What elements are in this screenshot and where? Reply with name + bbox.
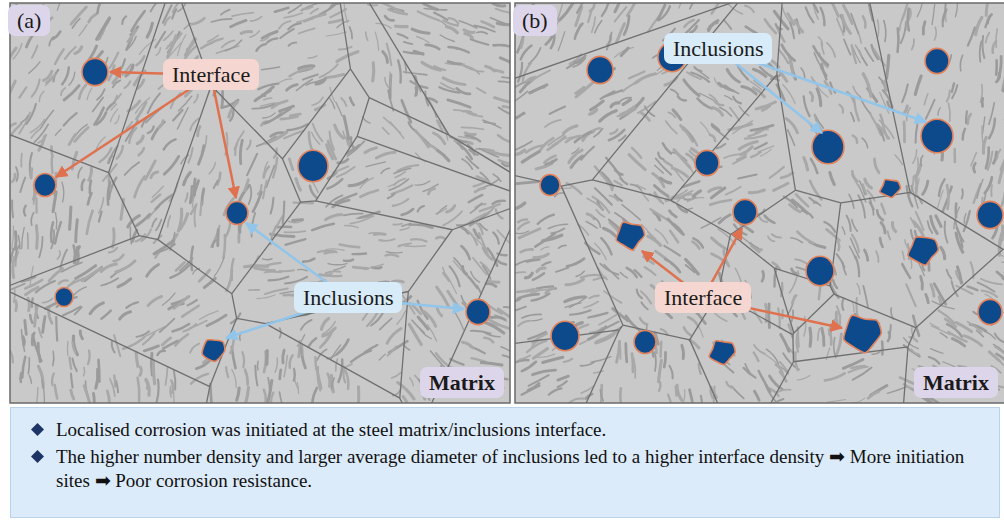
- leader-arrow: [56, 75, 211, 177]
- inclusion: [587, 56, 613, 83]
- inclusions-label: Inclusions: [294, 282, 402, 313]
- panel-letter: (b): [513, 5, 557, 36]
- label-text: Interface: [664, 285, 742, 310]
- inclusion: [695, 150, 719, 175]
- matrix-label: Matrix: [914, 367, 998, 398]
- panel-letter: (a): [8, 5, 50, 36]
- interface-label: Interface: [655, 282, 751, 313]
- steel-matrix: [515, 3, 1004, 403]
- summary-text: Localised corrosion was initiated at the…: [56, 418, 606, 443]
- leader-arrow: [211, 75, 236, 198]
- inclusion: [812, 130, 844, 164]
- inclusion: [921, 119, 953, 153]
- panel-frame: [515, 3, 1004, 403]
- inclusion: [844, 315, 882, 352]
- inclusions-label: Inclusions: [664, 33, 772, 64]
- grain-boundary: [515, 3, 1004, 403]
- inclusion: [709, 341, 735, 365]
- inclusion: [466, 299, 490, 324]
- inclusion: [202, 340, 225, 362]
- bullet-diamond: [31, 450, 44, 463]
- inclusion: [634, 330, 656, 353]
- panel-frame: [10, 3, 510, 403]
- summary-box: Localised corrosion was initiated at the…: [10, 407, 1000, 518]
- grain-boundary: [10, 3, 510, 403]
- inclusion: [616, 222, 644, 250]
- inclusion: [551, 321, 579, 350]
- label-text: Matrix: [429, 370, 495, 395]
- inclusion: [55, 288, 73, 307]
- inclusion: [34, 173, 56, 196]
- label-text: (a): [17, 8, 41, 33]
- matrix-label: Matrix: [420, 367, 504, 398]
- bullet-row: The higher number density and larger ave…: [31, 445, 983, 494]
- inclusion: [298, 150, 328, 182]
- summary-text: The higher number density and larger ave…: [56, 445, 983, 494]
- bullet-diamond: [31, 423, 44, 436]
- label-text: Inclusions: [303, 285, 393, 310]
- label-text: (b): [522, 8, 548, 33]
- label-text: Matrix: [923, 370, 989, 395]
- inclusion: [880, 179, 901, 197]
- inclusion: [226, 201, 248, 224]
- pearlite-texture: [10, 3, 510, 403]
- label-text: Inclusions: [673, 36, 763, 61]
- bullet-row: Localised corrosion was initiated at the…: [31, 418, 983, 443]
- inclusion: [733, 199, 757, 224]
- pearlite-texture: [515, 3, 1004, 403]
- inclusion: [82, 58, 108, 85]
- interface-label: Interface: [163, 59, 259, 90]
- inclusion: [806, 256, 834, 285]
- inclusion: [908, 237, 938, 265]
- inclusion: [977, 201, 1003, 228]
- inclusion: [540, 175, 560, 196]
- inclusion: [978, 299, 1002, 324]
- steel-matrix: [10, 3, 510, 403]
- label-text: Interface: [172, 62, 250, 87]
- inclusion: [925, 48, 949, 73]
